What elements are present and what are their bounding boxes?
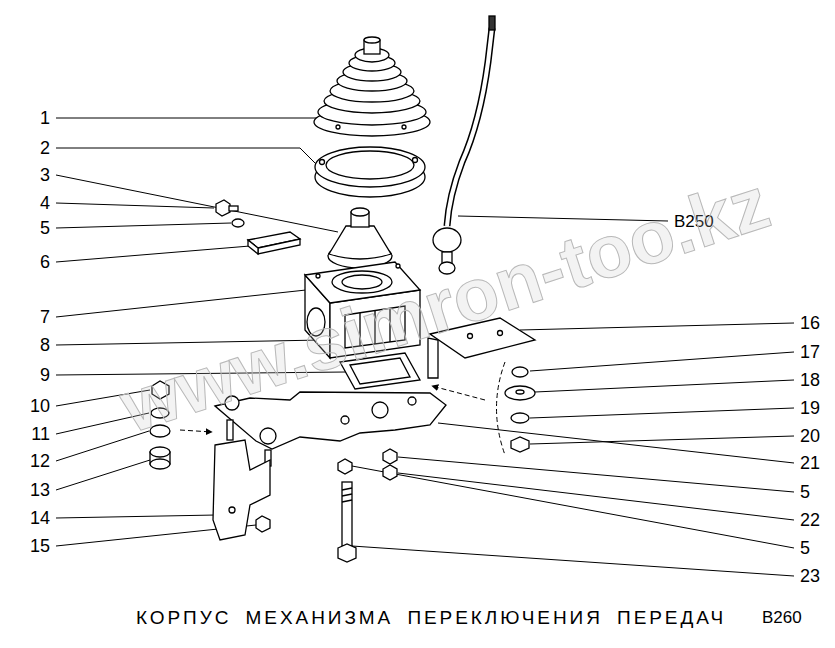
callout-number: 5 [800, 539, 810, 557]
callout-number: 15 [30, 537, 50, 555]
callout-number: 13 [30, 481, 50, 499]
callout-number: 16 [800, 314, 820, 332]
callout-number: 7 [40, 308, 50, 326]
leader-lines [56, 118, 794, 576]
callout-number: 3 [40, 166, 50, 184]
callout-number: 5 [40, 219, 50, 237]
title: КОРПУС МЕХАНИЗМА ПЕРЕКЛЮЧЕНИЯ ПЕРЕДАЧ [136, 608, 726, 627]
callout-number: 17 [800, 343, 820, 361]
callout-number: 9 [40, 366, 50, 384]
callout-number: 2 [40, 139, 50, 157]
callout-number: 11 [31, 425, 50, 443]
callout-number: 12 [30, 452, 50, 470]
callout-number: 20 [800, 427, 820, 445]
callout-number: 5 [800, 483, 810, 501]
callout-number: 6 [40, 253, 50, 271]
catalog-code: B260 [762, 609, 802, 626]
callout-number: 10 [30, 397, 50, 415]
callout-number: 19 [800, 399, 820, 417]
callout-number: 1 [40, 109, 50, 127]
callout-number: 23 [800, 567, 820, 585]
callout-number: 4 [40, 194, 50, 212]
callout-number: 8 [40, 336, 50, 354]
callout-number: 21 [800, 454, 820, 472]
callout-number: 14 [30, 509, 50, 527]
callout-number: 18 [800, 371, 820, 389]
watermark: www.simron-too.kz [112, 165, 777, 444]
callout-number: 22 [800, 511, 820, 529]
